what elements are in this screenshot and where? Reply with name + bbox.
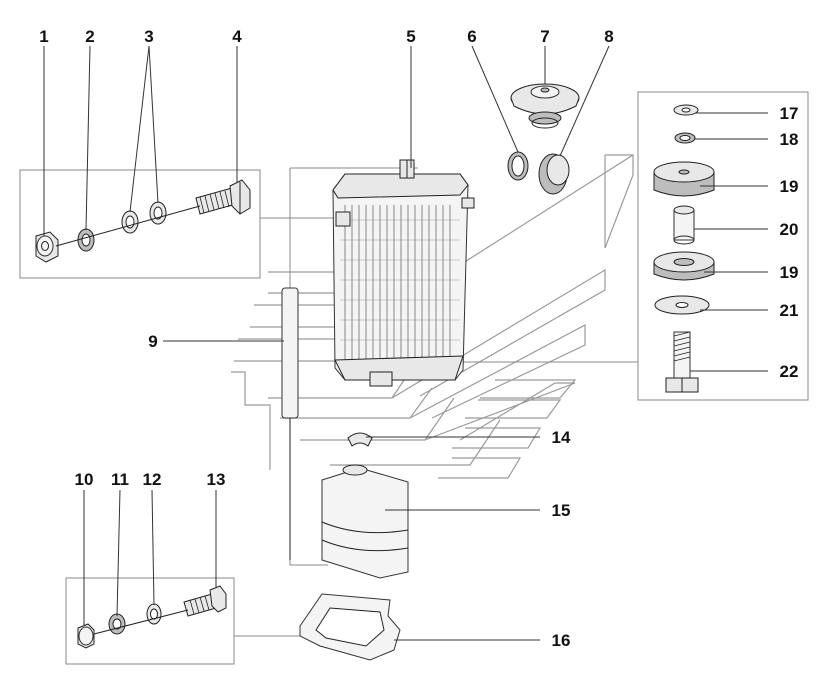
part-2-lock-washer [77, 228, 95, 252]
part-13-bolt [183, 585, 227, 617]
part-10-nut [77, 623, 95, 649]
callout-19-lower: 19 [780, 263, 799, 282]
part-16-tank-bracket [299, 593, 401, 661]
part-7-radiator-cap [510, 83, 580, 129]
callout-15: 15 [552, 501, 571, 520]
callout-3: 3 [144, 27, 153, 46]
callout-5: 5 [406, 27, 415, 46]
callout-16: 16 [552, 631, 571, 650]
callout-13: 13 [207, 470, 226, 489]
part-4-bolt [195, 179, 251, 215]
upper-left-mounting-group-box [19, 169, 261, 279]
callout-20: 20 [780, 220, 799, 239]
leader-lines [43, 45, 768, 641]
callout-9: 9 [148, 332, 157, 351]
part-3-washer-a [121, 210, 139, 234]
callout-8: 8 [604, 27, 613, 46]
callout-2: 2 [85, 27, 94, 46]
callout-7: 7 [540, 27, 549, 46]
callout-11: 11 [111, 470, 129, 489]
part-1-nut [35, 231, 59, 263]
part-17-washer [673, 104, 699, 116]
callout-12: 12 [143, 470, 162, 489]
part-20-spacer-sleeve [673, 205, 695, 245]
part-12-flat-washer [146, 603, 162, 625]
lower-left-mounting-group-box [65, 577, 235, 665]
lower-left-assembly-axis [93, 609, 189, 635]
callout-10: 10 [75, 470, 94, 489]
callout-4: 4 [232, 27, 242, 46]
part-22-bolt [665, 331, 699, 393]
part-14-clamp [347, 432, 373, 447]
part-9-overflow-hose [281, 287, 299, 560]
part-15-expansion-tank [321, 464, 409, 579]
part-11-lock-washer [108, 613, 126, 635]
part-19-rubber-cushion-lower [653, 251, 715, 281]
part-18-lock-washer [674, 132, 696, 144]
right-mounting-group-box [637, 91, 809, 401]
part-19-rubber-cushion-upper [653, 161, 715, 197]
part-8-plug-cap [538, 153, 570, 195]
callout-18: 18 [780, 130, 799, 149]
callout-19-upper: 19 [780, 177, 799, 196]
part-21-flat-washer [654, 295, 710, 315]
part-5-radiator [332, 159, 475, 387]
upper-left-assembly-axis [55, 205, 201, 247]
callout-14: 14 [552, 428, 571, 447]
callout-21: 21 [780, 301, 799, 320]
callout-17: 17 [780, 104, 799, 123]
callout-22: 22 [780, 362, 799, 381]
part-6-gasket-ring [507, 151, 529, 181]
callout-1: 1 [39, 27, 48, 46]
callout-6: 6 [467, 27, 476, 46]
part-3-washer-b [149, 201, 167, 225]
